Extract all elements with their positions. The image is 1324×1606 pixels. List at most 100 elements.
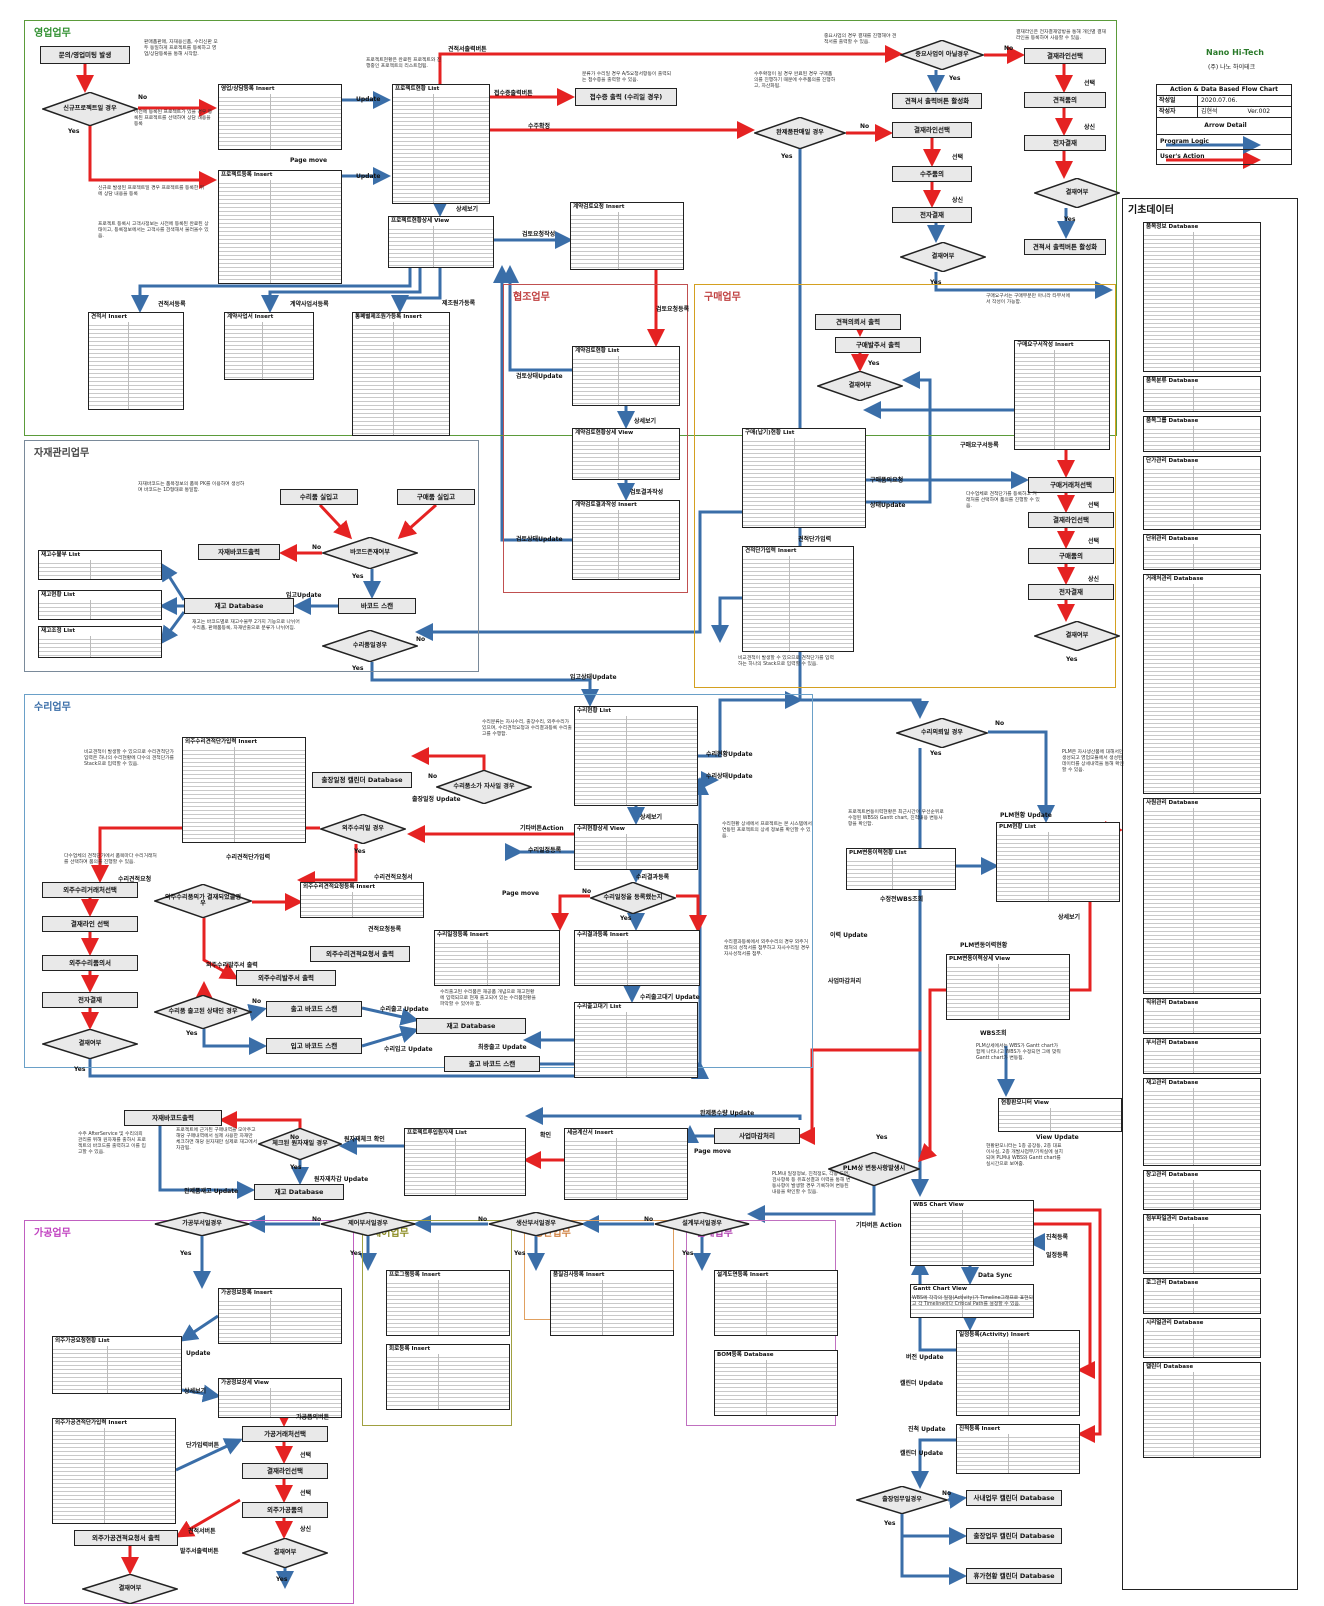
process-box[interactable]: 출고 바코드 스캔 (266, 1001, 362, 1017)
decision-diamond[interactable]: 신규프로젝트일 경우 (42, 92, 138, 126)
data-table[interactable]: WBS Chart View (910, 1200, 1034, 1266)
data-table[interactable]: PLM변동이력현황 List (846, 848, 956, 890)
process-box[interactable]: 전자결재 (42, 992, 138, 1008)
process-box[interactable]: 결재라인선택 (892, 122, 972, 138)
process-box[interactable]: 가공거래처선택 (242, 1426, 328, 1442)
process-box[interactable]: 입고 바코드 스캔 (266, 1038, 362, 1054)
process-box[interactable]: 바코드 스캔 (338, 598, 416, 614)
process-box[interactable]: 구매품 실입고 (397, 489, 475, 505)
data-table[interactable]: 프로젝트등록 Insert (218, 170, 342, 284)
master-data-table[interactable]: 품목정보 Database (1143, 222, 1261, 372)
decision-diamond[interactable]: 바코드존재여부 (322, 537, 418, 569)
decision-diamond[interactable]: 결재여부 (817, 371, 903, 401)
decision-diamond[interactable]: 체크된 원자재일 경우 (258, 1128, 342, 1160)
decision-diamond[interactable]: 수리품 출고된 상태인 경우 (154, 995, 252, 1029)
data-table[interactable]: 회로등록 Insert (386, 1344, 510, 1410)
data-table[interactable]: 세금계산서 Insert (564, 1128, 688, 1200)
decision-diamond[interactable]: 제어부서일경우 (320, 1212, 416, 1236)
data-table[interactable]: 계약검토요청 Insert (570, 202, 684, 270)
data-table[interactable]: 계약검토현황상세 View (572, 428, 680, 480)
decision-diamond[interactable]: 결재여부 (82, 1574, 178, 1604)
process-box[interactable]: 휴가현황 캘린더 Database (966, 1568, 1062, 1584)
process-box[interactable]: 외주수리견적요청서 출력 (310, 946, 410, 962)
process-box[interactable]: 출고 바코드 스캔 (444, 1056, 540, 1072)
data-table[interactable]: PLM현황 List (996, 822, 1120, 902)
master-data-table[interactable]: 창고관리 Database (1143, 1170, 1261, 1210)
process-box[interactable]: 견적서 출력버튼 활성화 (892, 93, 982, 109)
process-box[interactable]: 견적서 출력버튼 활성화 (1024, 239, 1106, 255)
master-data-table[interactable]: 로그관리 Database (1143, 1278, 1261, 1314)
decision-diamond[interactable]: PLM상 변동사항발생시 (828, 1152, 920, 1186)
process-box[interactable]: 견적품의 (1024, 92, 1106, 108)
master-data-table[interactable]: 단가관리 Database (1143, 456, 1261, 530)
data-table[interactable]: 프로젝트투입원자재 List (404, 1128, 526, 1196)
decision-diamond[interactable]: 중요사업이 아닐경우 (900, 40, 984, 70)
data-table[interactable]: 수리현황 List (574, 706, 698, 806)
process-box[interactable]: 외주수리거래처선택 (42, 882, 138, 898)
process-box[interactable]: 재고 Database (184, 598, 294, 614)
process-box[interactable]: 결재라인선택 (242, 1463, 328, 1479)
process-box[interactable]: 전자결재 (892, 207, 972, 223)
process-box[interactable]: 견적의뢰서 출력 (815, 314, 901, 330)
process-box[interactable]: 재고 Database (416, 1018, 526, 1034)
data-table[interactable]: 계약검토현황 List (572, 346, 680, 406)
decision-diamond[interactable]: 가공부서일경우 (154, 1212, 250, 1236)
master-data-table[interactable]: 첨부파일관리 Database (1143, 1214, 1261, 1274)
decision-diamond[interactable]: 외주수리품의가 결재되었을경우 (154, 884, 252, 918)
data-table[interactable]: 재고수불부 List (38, 550, 162, 580)
data-table[interactable]: Gantt Chart View (910, 1284, 1034, 1318)
decision-diamond[interactable]: 수리품일경우 (322, 630, 418, 662)
master-data-table[interactable]: 품목분류 Database (1143, 376, 1261, 412)
decision-diamond[interactable]: 완제품판매일 경우 (754, 117, 846, 149)
process-box[interactable]: 외주가공품의 (242, 1502, 328, 1518)
process-box[interactable]: 결재라인선택 (1024, 48, 1106, 64)
process-box[interactable]: 결재라인 선택 (42, 916, 138, 932)
data-table[interactable]: 영업/상담등록 Insert (218, 84, 342, 150)
data-table[interactable]: 일정등록(Activity) Insert (956, 1330, 1080, 1416)
data-table[interactable]: 수리현황상세 View (574, 824, 698, 870)
data-table[interactable]: 구매요구서작성 Insert (1014, 340, 1110, 450)
process-box[interactable]: 구매품의 (1028, 548, 1114, 564)
process-box[interactable]: 재고 Database (254, 1184, 344, 1200)
process-box[interactable]: 결재라인선택 (1028, 512, 1114, 528)
decision-diamond[interactable]: 결재여부 (900, 242, 986, 272)
data-table[interactable]: 외주수리견적단가입력 Insert (182, 737, 306, 843)
decision-diamond[interactable]: 생산부서일경우 (488, 1212, 584, 1236)
data-table[interactable]: 외주가공요청현황 List (52, 1336, 182, 1394)
process-box[interactable]: 접수증 출력 (수리일 경우) (575, 88, 677, 106)
process-box[interactable]: 외주수리발주서 출력 (236, 970, 336, 986)
data-table[interactable]: 수리출고대기 List (574, 1002, 698, 1078)
decision-diamond[interactable]: 결재여부 (1034, 621, 1120, 651)
master-data-table[interactable]: 재고관리 Database (1143, 1078, 1261, 1166)
data-table[interactable]: 설계도면등록 Insert (714, 1270, 838, 1336)
decision-diamond[interactable]: 결재여부 (242, 1538, 328, 1568)
data-table[interactable]: 수리결과등록 Insert (574, 930, 700, 986)
data-table[interactable]: PLM변동이력상세 View (946, 954, 1070, 1020)
process-box[interactable]: 구매발주서 출력 (835, 337, 921, 353)
process-box[interactable]: 수리품 실입고 (280, 489, 358, 505)
data-table[interactable]: 가공정보상세 View (218, 1378, 342, 1418)
data-table[interactable]: 재고조정 List (38, 626, 162, 658)
decision-diamond[interactable]: 수리품소가 자사일 경우 (436, 770, 532, 804)
data-table[interactable]: 외주수리견적요청등록 Insert (300, 882, 424, 918)
decision-diamond[interactable]: 외주수리일 경우 (320, 814, 406, 844)
data-table[interactable]: 재고현황 List (38, 590, 162, 620)
data-table[interactable]: 견적서 Insert (88, 312, 184, 410)
data-table[interactable]: 계약사업서 Insert (224, 312, 314, 380)
decision-diamond[interactable]: 수리일정을 등록했는지 (590, 882, 676, 914)
master-data-table[interactable]: 사원관리 Database (1143, 798, 1261, 994)
master-data-table[interactable]: 거래처관리 Database (1143, 574, 1261, 794)
process-box[interactable]: 출장일정 캘린더 Database (312, 772, 412, 788)
process-box[interactable]: 수주품의 (892, 166, 972, 182)
process-box[interactable]: 외주가공견적요청서 출력 (74, 1530, 178, 1546)
data-table[interactable]: 진척등록 Insert (956, 1424, 1080, 1474)
master-data-table[interactable]: 단위관리 Database (1143, 534, 1261, 570)
master-data-table[interactable]: 캘린더 Database (1143, 1362, 1261, 1458)
decision-diamond[interactable]: 설계부서일경우 (654, 1212, 750, 1236)
data-table[interactable]: 구매(납기)현황 List (742, 428, 866, 528)
data-table[interactable]: BOM등록 Database (714, 1350, 838, 1416)
master-data-table[interactable]: 부서관리 Database (1143, 1038, 1261, 1074)
process-box[interactable]: 전자결재 (1028, 584, 1114, 600)
data-table[interactable]: 수리일정등록 Insert (434, 930, 560, 986)
data-table[interactable]: 프로그램등록 Insert (386, 1270, 510, 1336)
